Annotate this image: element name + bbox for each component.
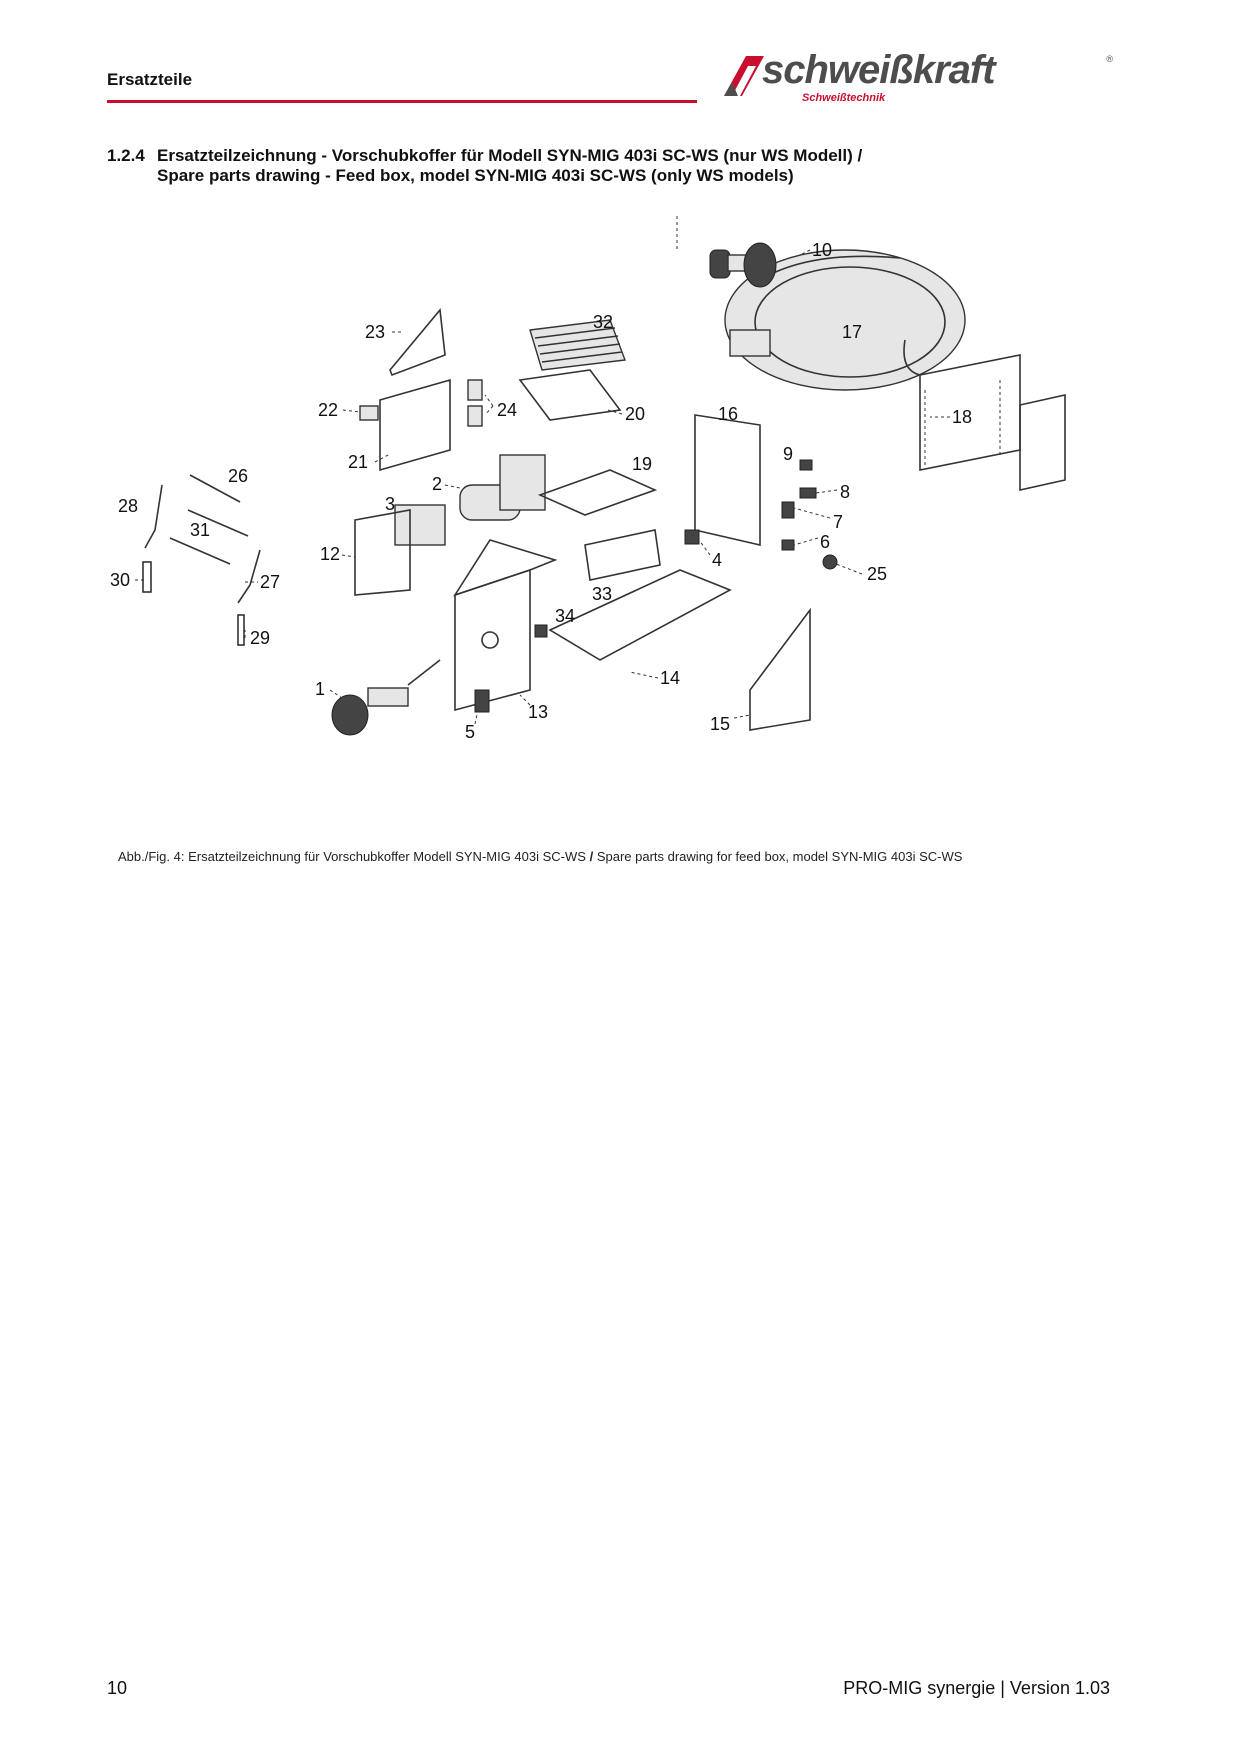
callout-32: 32 bbox=[593, 312, 613, 332]
callout-27: 27 bbox=[260, 572, 280, 592]
part-side-cover bbox=[749, 607, 811, 731]
part-grille bbox=[529, 319, 626, 371]
callout-26: 26 bbox=[228, 466, 248, 486]
part-connector-25 bbox=[822, 554, 838, 570]
exploded-parts-drawing: 1 2 3 4 5 6 7 8 9 10 11 12 13 14 15 16 1… bbox=[110, 210, 1066, 742]
part-connector-8 bbox=[799, 487, 817, 499]
callout-7: 7 bbox=[833, 512, 843, 532]
callout-11: 11 bbox=[665, 210, 684, 214]
part-bracket-30 bbox=[142, 561, 152, 593]
part-connector-9 bbox=[799, 459, 813, 471]
section-label: Ersatzteile bbox=[107, 70, 193, 89]
part-connector-6 bbox=[781, 539, 795, 551]
header-rule bbox=[107, 100, 697, 103]
callout-21: 21 bbox=[348, 452, 368, 472]
logo-registered-mark: ® bbox=[1106, 54, 1113, 64]
part-knob-22 bbox=[359, 405, 379, 421]
heading-number: 1.2.4 bbox=[107, 146, 145, 165]
callout-6: 6 bbox=[820, 532, 830, 552]
callout-34: 34 bbox=[555, 606, 575, 626]
heading-text-de: Ersatzteilzeichnung - Vorschubkoffer für… bbox=[157, 146, 863, 165]
part-connector-4 bbox=[684, 529, 700, 545]
document-version: PRO-MIG synergie | Version 1.03 bbox=[843, 1678, 1110, 1698]
heading-text-en: Spare parts drawing - Feed box, model SY… bbox=[157, 166, 794, 185]
callout-23: 23 bbox=[365, 322, 385, 342]
logo-wordmark: schweißkraft bbox=[762, 48, 996, 92]
part-connector-5 bbox=[474, 689, 490, 713]
part-rod-26 bbox=[189, 474, 241, 503]
part-hinge-upper bbox=[467, 379, 483, 401]
part-rod-31b bbox=[169, 537, 231, 565]
callout-13: 13 bbox=[528, 702, 548, 722]
callout-22: 22 bbox=[318, 400, 338, 420]
callout-1: 1 bbox=[315, 679, 325, 699]
callout-18: 18 bbox=[952, 407, 972, 427]
part-hinge-lower bbox=[467, 405, 483, 427]
callout-3: 3 bbox=[385, 494, 395, 514]
part-connector-7 bbox=[781, 501, 795, 519]
callout-20: 20 bbox=[625, 404, 645, 424]
callout-28: 28 bbox=[118, 496, 138, 516]
caption-separator: / bbox=[585, 849, 597, 864]
callout-33: 33 bbox=[592, 584, 612, 604]
caption-de: Abb./Fig. 4: Ersatzteilzeichnung für Vor… bbox=[118, 849, 586, 864]
part-mounting-plate bbox=[694, 414, 761, 547]
callout-15: 15 bbox=[710, 714, 730, 734]
part-handle-27 bbox=[237, 549, 261, 604]
logo-subtitle: Schweißtechnik bbox=[802, 92, 886, 104]
callout-17: 17 bbox=[842, 322, 862, 342]
part-cover-plate bbox=[537, 469, 658, 516]
part-item-34 bbox=[534, 624, 548, 638]
callout-2: 2 bbox=[432, 474, 442, 494]
page-number: 10 bbox=[107, 1678, 128, 1698]
part-base-plate bbox=[548, 569, 732, 661]
callout-19: 19 bbox=[632, 454, 652, 474]
callout-14: 14 bbox=[660, 668, 680, 688]
figure-caption: Abb./Fig. 4: Ersatzteilzeichnung für Vor… bbox=[118, 849, 962, 864]
callout-9: 9 bbox=[783, 444, 793, 464]
callout-31: 31 bbox=[190, 520, 210, 540]
part-base-bracket bbox=[584, 529, 661, 581]
heading-line-1: 1.2.4 Ersatzteilzeichnung - Vorschubkoffe… bbox=[107, 146, 862, 166]
callout-24: 24 bbox=[497, 400, 517, 420]
callout-8: 8 bbox=[840, 482, 850, 502]
part-spool-holder bbox=[709, 242, 777, 288]
caption-en: Spare parts drawing for feed box, model … bbox=[596, 849, 963, 864]
part-side-panel bbox=[389, 308, 446, 377]
part-frame bbox=[518, 369, 622, 421]
part-bracket-29 bbox=[237, 614, 245, 646]
part-torch-connector bbox=[331, 659, 441, 736]
part-wire-spool bbox=[724, 249, 966, 391]
callout-4: 4 bbox=[712, 550, 722, 570]
part-housing bbox=[453, 539, 558, 712]
brand-logo: schweißkraft ® Schweißtechnik bbox=[720, 48, 1115, 110]
callout-12: 12 bbox=[320, 544, 340, 564]
part-control-panel bbox=[354, 509, 411, 596]
part-feed-motor bbox=[459, 454, 546, 521]
callout-10: 10 bbox=[812, 240, 832, 260]
part-handle-28 bbox=[144, 484, 163, 549]
section-heading: 1.2.4 Ersatzteilzeichnung - Vorschubkoffe… bbox=[107, 146, 862, 186]
part-side-sheet bbox=[1019, 394, 1066, 491]
callout-29: 29 bbox=[250, 628, 270, 648]
part-rod-31a bbox=[187, 509, 249, 537]
callout-5: 5 bbox=[465, 722, 475, 742]
callout-30: 30 bbox=[110, 570, 130, 590]
callout-25: 25 bbox=[867, 564, 887, 584]
logo-mark-icon bbox=[724, 56, 764, 96]
callout-16: 16 bbox=[718, 404, 738, 424]
part-front-panel bbox=[379, 378, 451, 472]
